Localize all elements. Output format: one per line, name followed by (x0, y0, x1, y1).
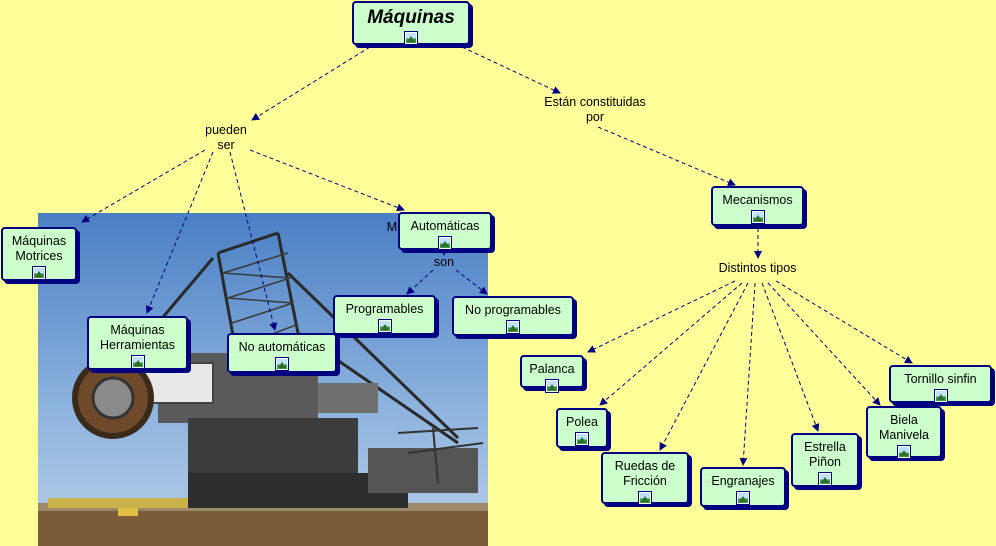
concept-palanca[interactable]: Palanca (520, 355, 584, 393)
link-maquinas-estan (461, 46, 561, 94)
link-tipos-ruedas (659, 282, 749, 451)
concept-biela-manivela[interactable]: Biela Manivela (866, 406, 942, 459)
image-icon[interactable] (545, 379, 559, 393)
link-tipos-polea (599, 282, 743, 406)
concept-engranajes[interactable]: Engranajes (700, 467, 786, 507)
concept-label: Estrella Piñon (804, 440, 846, 469)
concept-label: Automáticas (410, 219, 480, 233)
concept-label: Máquinas Herramientas (99, 323, 176, 352)
link-pueden-herramientas (145, 151, 214, 314)
image-icon[interactable] (736, 491, 750, 505)
image-icon[interactable] (818, 472, 832, 486)
link-maquinas-pueden (251, 46, 371, 121)
phrase-son: son (433, 255, 455, 269)
link-estan-mecanismos (597, 126, 736, 186)
link-tipos-tornillo (775, 280, 913, 364)
phrase-pueden-ser: pueden ser (205, 123, 247, 152)
concept-no-programables[interactable]: No programables (452, 296, 574, 336)
concept-label: No programables (465, 303, 561, 317)
concept-ruedas-de-friccion[interactable]: Ruedas de Fricción (601, 452, 689, 505)
image-icon[interactable] (130, 355, 145, 369)
image-icon[interactable] (638, 491, 652, 505)
link-son-noprog (455, 269, 488, 295)
image-icon[interactable] (438, 236, 452, 250)
concept-label: Programables (345, 302, 424, 316)
concept-label: Mecanismos (722, 193, 793, 207)
concept-polea[interactable]: Polea (556, 408, 608, 448)
concept-automaticas[interactable]: Automáticas (398, 212, 492, 250)
concept-label: No automáticas (238, 340, 326, 354)
concept-programables[interactable]: Programables (333, 295, 436, 335)
concept-label: Máquinas (367, 7, 455, 28)
concept-mecanismos[interactable]: Mecanismos (711, 186, 804, 226)
photo-caption-fragment: M (386, 220, 398, 234)
phrase-distintos-tipos: Distintos tipos (718, 261, 797, 275)
concept-label: Máquinas Motrices (11, 234, 67, 263)
phrase-estan-constituidas: Están constituidas por (544, 95, 646, 124)
link-pueden-motrices (81, 149, 206, 223)
concept-tornillo-sinfin[interactable]: Tornillo sinfin (889, 365, 992, 403)
image-icon[interactable] (32, 266, 46, 280)
concept-label: Polea (566, 415, 598, 429)
link-tipos-engranajes (739, 282, 756, 466)
link-son-programables (406, 269, 434, 295)
image-icon[interactable] (377, 319, 392, 333)
concept-maquinas-herramientas[interactable]: Máquinas Herramientas (87, 316, 188, 370)
concept-label: Palanca (529, 362, 575, 376)
image-icon[interactable] (897, 445, 911, 459)
concept-label: Ruedas de Fricción (614, 459, 676, 488)
link-pueden-noauto (229, 151, 278, 331)
image-icon[interactable] (933, 389, 948, 403)
image-icon[interactable] (750, 210, 765, 224)
concept-maquinas-motrices[interactable]: Máquinas Motrices (1, 227, 77, 281)
concept-label: Tornillo sinfin (904, 372, 977, 386)
concept-estrella-pinon[interactable]: Estrella Piñon (791, 433, 859, 487)
link-pueden-auto (249, 149, 405, 212)
concept-no-automaticas[interactable]: No automáticas (227, 333, 337, 373)
image-icon[interactable] (506, 320, 520, 334)
link-tipos-palanca (587, 280, 736, 353)
concept-label: Biela Manivela (878, 413, 930, 442)
excavator-photo (38, 213, 488, 546)
image-icon[interactable] (275, 357, 289, 371)
image-icon[interactable] (404, 31, 418, 45)
image-icon[interactable] (575, 432, 589, 446)
concept-maquinas[interactable]: Máquinas (352, 1, 470, 45)
link-tipos-estrella (761, 282, 820, 432)
concept-label: Engranajes (711, 474, 775, 488)
